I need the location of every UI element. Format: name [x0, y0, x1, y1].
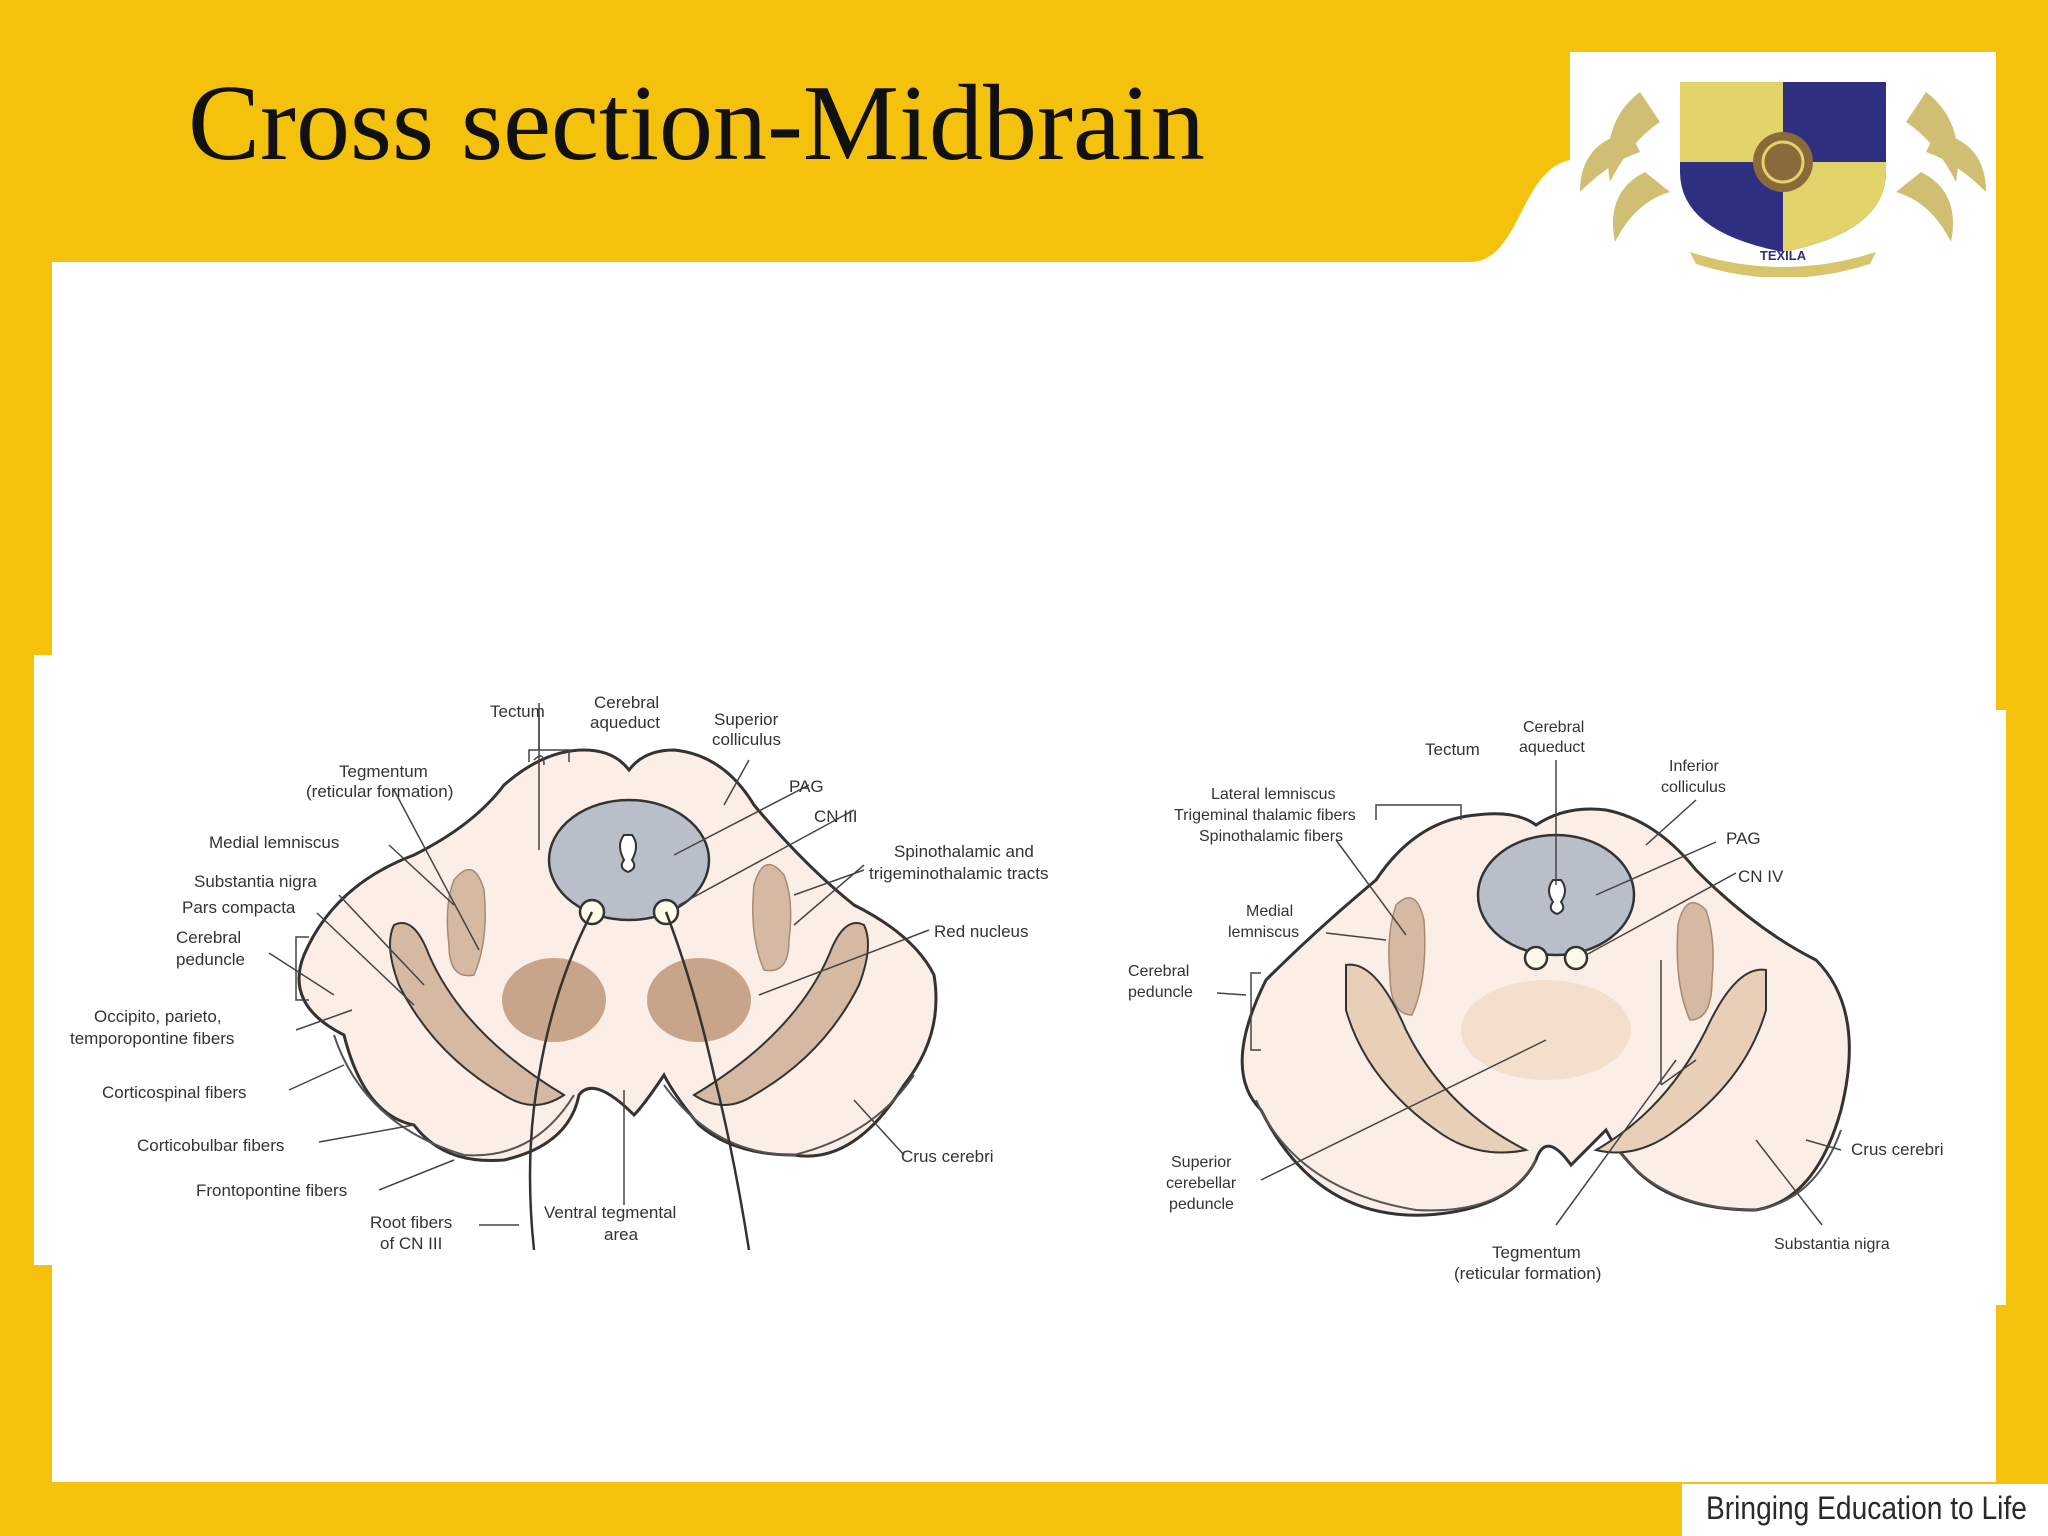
label-occipito-1: Occipito, parieto,	[94, 1007, 222, 1026]
label-cerebral-peduncle-r-1: Cerebral	[1128, 963, 1189, 980]
texila-logo-icon: TEXILA	[1580, 82, 1986, 278]
tagline: Bringing Education to Life	[1706, 1490, 2027, 1526]
label-spino-1: Spinothalamic and	[894, 842, 1034, 861]
label-sup-coll-2: colliculus	[712, 730, 781, 749]
label-substantia-nigra: Substantia nigra	[194, 872, 317, 891]
label-tectum-r: Tectum	[1425, 740, 1480, 759]
logo: TEXILA	[1570, 52, 1996, 278]
label-spinothalamic-r: Spinothalamic fibers	[1199, 828, 1343, 845]
label-frontopontine: Frontopontine fibers	[196, 1181, 347, 1200]
label-lateral-lemniscus: Lateral lemniscus	[1211, 786, 1336, 803]
label-pag: PAG	[789, 777, 824, 796]
label-root-fibers-2: of CN III	[380, 1234, 442, 1253]
label-cerebral-peduncle-1: Cerebral	[176, 928, 241, 947]
label-medial-lemniscus: Medial lemniscus	[209, 833, 339, 852]
label-inf-coll-1: Inferior	[1669, 758, 1719, 775]
label-aqueduct-1: Cerebral	[594, 693, 659, 712]
label-tectum: Tectum	[490, 702, 545, 721]
label-sup-coll-1: Superior	[714, 710, 779, 729]
midbrain-section-superior: Tectum Cerebral aqueduct Superior collic…	[34, 655, 1094, 1265]
label-tegmentum-1: Tegmentum	[339, 762, 428, 781]
label-medial-lemniscus-r-2: lemniscus	[1228, 924, 1299, 941]
label-cerebral-peduncle-2: peduncle	[176, 950, 245, 969]
label-tegmentum-2: (reticular formation)	[306, 782, 453, 801]
label-crus-cerebri-r: Crus cerebri	[1851, 1140, 1944, 1159]
label-medial-lemniscus-r-1: Medial	[1246, 903, 1293, 920]
label-pars-compacta: Pars compacta	[182, 898, 296, 917]
label-scp-1: Superior	[1171, 1154, 1232, 1171]
midbrain-section-inferior: Tectum Cerebral aqueduct Lateral lemnisc…	[1116, 710, 2006, 1305]
label-aqueduct-r-2: aqueduct	[1519, 739, 1585, 756]
label-tegmentum-r-1: Tegmentum	[1492, 1243, 1581, 1262]
label-root-fibers-1: Root fibers	[370, 1213, 452, 1232]
label-substantia-nigra-r: Substantia nigra	[1774, 1236, 1890, 1253]
label-inf-coll-2: colliculus	[1661, 779, 1726, 796]
label-pag-r: PAG	[1726, 829, 1761, 848]
logo-text: TEXILA	[1760, 248, 1807, 263]
label-occipito-2: temporopontine fibers	[70, 1029, 234, 1048]
page-title: Cross section-Midbrain	[188, 64, 1205, 183]
label-cerebral-peduncle-r-2: peduncle	[1128, 984, 1193, 1001]
label-trigeminal-thalamic: Trigeminal thalamic fibers	[1174, 807, 1356, 824]
label-vta-1: Ventral tegmental	[544, 1203, 676, 1222]
label-cn3: CN III	[814, 807, 857, 826]
header-curve	[52, 160, 1570, 300]
label-red-nucleus: Red nucleus	[934, 922, 1029, 941]
tagline-box	[1682, 1484, 2048, 1536]
label-cn4: CN IV	[1738, 867, 1784, 886]
label-corticobulbar: Corticobulbar fibers	[137, 1136, 284, 1155]
label-tegmentum-r-2: (reticular formation)	[1454, 1264, 1601, 1283]
label-scp-3: peduncle	[1169, 1196, 1234, 1213]
label-scp-2: cerebellar	[1166, 1175, 1237, 1192]
label-corticospinal: Corticospinal fibers	[102, 1083, 247, 1102]
label-aqueduct-2: aqueduct	[590, 713, 660, 732]
label-aqueduct-r-1: Cerebral	[1523, 719, 1584, 736]
label-crus-cerebri: Crus cerebri	[901, 1147, 994, 1166]
label-spino-2: trigeminothalamic tracts	[869, 864, 1049, 883]
label-vta-2: area	[604, 1225, 639, 1244]
